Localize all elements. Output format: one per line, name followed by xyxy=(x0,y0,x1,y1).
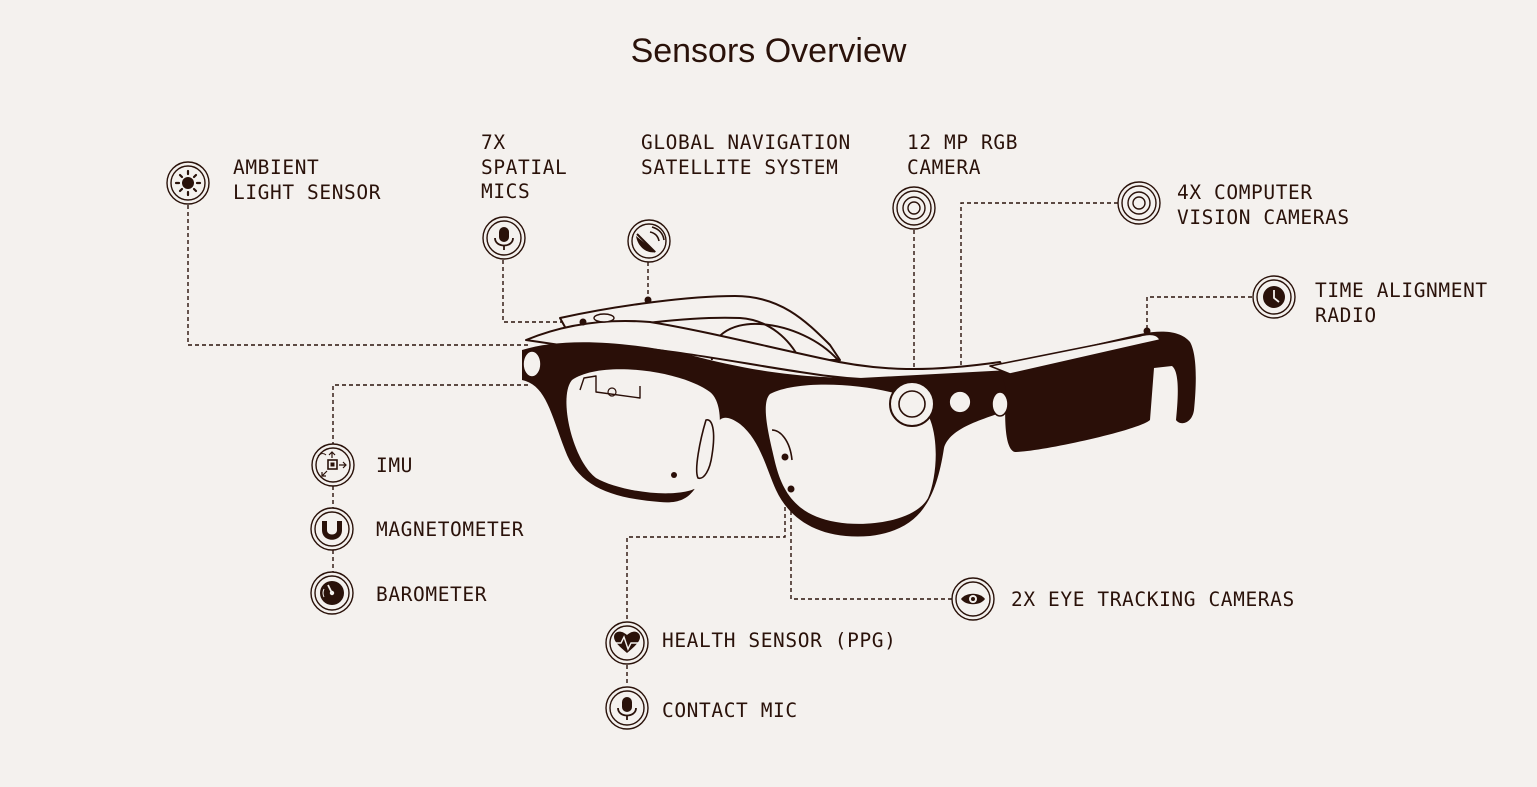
right-lens xyxy=(765,384,936,524)
label-time-radio: TIME ALIGNMENT RADIO xyxy=(1315,279,1488,327)
gauge-icon xyxy=(310,571,354,615)
leader-health xyxy=(626,458,786,622)
eye-icon xyxy=(951,577,995,621)
rgb-camera-lens xyxy=(889,381,935,427)
page-title: Sensors Overview xyxy=(630,32,907,70)
top-mic-bump xyxy=(593,313,615,323)
rgb-camera-inner xyxy=(898,390,926,418)
magnet-icon xyxy=(310,507,354,551)
microphone-icon xyxy=(482,216,526,260)
side-camera-lens xyxy=(991,391,1009,417)
heart-pulse-icon xyxy=(605,621,649,665)
frame-top-bar xyxy=(525,319,1006,382)
leader-lines xyxy=(187,202,1252,686)
label-contact-mic: CONTACT MIC xyxy=(662,699,798,722)
label-spatial-mics: 7X SPATIAL MICS xyxy=(481,131,568,203)
cv-camera-lens xyxy=(948,390,972,414)
leader-ambient-light xyxy=(187,205,528,346)
leader-cv-cameras xyxy=(960,202,1118,380)
sun-icon xyxy=(166,161,210,205)
satellite-dish-icon xyxy=(627,219,671,263)
label-health-sensor: HEALTH SENSOR (PPG) xyxy=(662,629,897,652)
temple-indicator xyxy=(1118,342,1128,346)
leader-spatial-mics xyxy=(502,260,583,323)
cv-camera-lens-icon xyxy=(1117,181,1161,225)
far-temple-arm xyxy=(559,295,841,361)
label-eye-tracking: 2X EYE TRACKING CAMERAS xyxy=(1011,588,1295,611)
dot-health xyxy=(781,453,789,461)
label-cv-cameras: 4X COMPUTER VISION CAMERAS xyxy=(1177,181,1350,229)
left-hinge-camera xyxy=(522,350,542,378)
dot-time-radio xyxy=(1143,327,1151,335)
nose-pad-right xyxy=(771,429,793,461)
label-gnss: GLOBAL NAVIGATION SATELLITE SYSTEM xyxy=(641,131,851,179)
glasses-illustration xyxy=(522,295,1196,537)
dot-spatial-mic xyxy=(579,318,587,326)
dot-imu xyxy=(671,472,677,478)
leader-time-radio xyxy=(1146,296,1252,330)
sensor-icons xyxy=(166,161,1296,730)
label-imu: IMU xyxy=(376,454,414,477)
label-rgb-camera: 12 MP RGB CAMERA xyxy=(907,131,1019,179)
nose-pad-left xyxy=(695,419,715,479)
dot-gnss xyxy=(644,296,652,304)
label-barometer: BAROMETER xyxy=(376,583,488,606)
leader-eye-tracking xyxy=(790,490,952,600)
left-lens-inner-edge xyxy=(579,375,641,399)
left-lens-dot xyxy=(607,387,617,397)
left-lens xyxy=(566,369,720,494)
label-magnetometer: MAGNETOMETER xyxy=(376,518,525,541)
camera-lens-icon xyxy=(892,186,936,230)
contact-microphone-icon xyxy=(605,686,649,730)
imu-axes-icon xyxy=(311,443,355,487)
leader-imu xyxy=(332,384,528,444)
dot-eye xyxy=(787,485,795,493)
label-ambient-light: AMBIENT LIGHT SENSOR xyxy=(233,156,382,204)
clock-icon xyxy=(1252,275,1296,319)
temple-top-edge xyxy=(989,333,1161,375)
